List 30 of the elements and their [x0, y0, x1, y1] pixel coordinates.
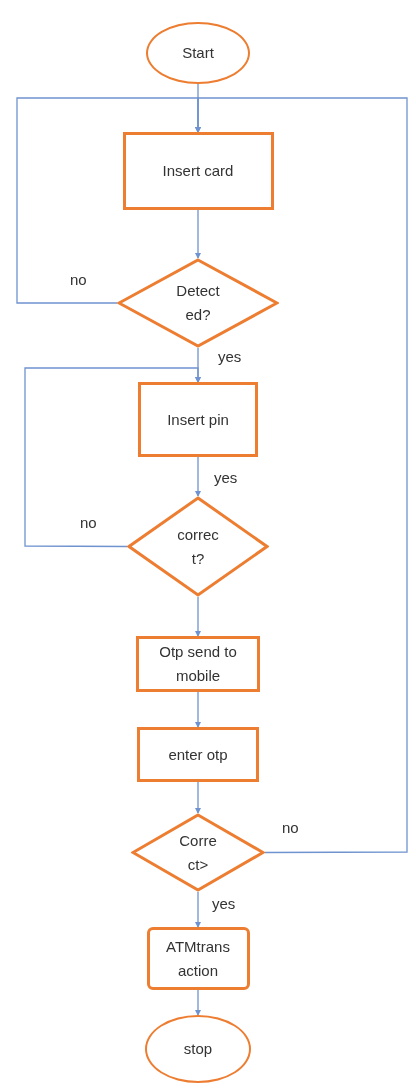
- arrow: [195, 989, 201, 1016]
- node-text: Detect ed?: [175, 281, 221, 325]
- node-text: Start: [182, 43, 214, 63]
- edge-label: yes: [214, 470, 238, 485]
- edge-label: yes: [218, 349, 242, 364]
- edge-label: no: [282, 820, 299, 835]
- edge-label: yes: [212, 896, 236, 911]
- node-text: stop: [183, 1039, 213, 1059]
- node-text: Otp send to mobile: [158, 642, 238, 686]
- arrow: [195, 456, 201, 497]
- edge-label: no: [70, 272, 87, 287]
- node-text: Insert card: [162, 161, 234, 181]
- node-text: Corre ct>: [178, 830, 218, 875]
- arrow: [195, 596, 201, 637]
- arrow: [195, 891, 201, 928]
- arrow: [195, 209, 201, 259]
- process-box: [122, 132, 274, 210]
- arrow: [24, 367, 201, 548]
- process-box: [138, 382, 258, 457]
- node-text: correc t?: [176, 524, 220, 569]
- process-box: [146, 927, 250, 990]
- arrow: [195, 691, 201, 728]
- process-box: [137, 727, 259, 782]
- node-text: enter otp: [168, 744, 228, 765]
- arrow: [195, 97, 408, 854]
- arrow: [195, 781, 201, 814]
- node-text: ATMtrans action: [165, 936, 231, 981]
- edge-label: no: [80, 515, 97, 530]
- node-text: Insert pin: [167, 409, 229, 430]
- process-box: [136, 636, 260, 692]
